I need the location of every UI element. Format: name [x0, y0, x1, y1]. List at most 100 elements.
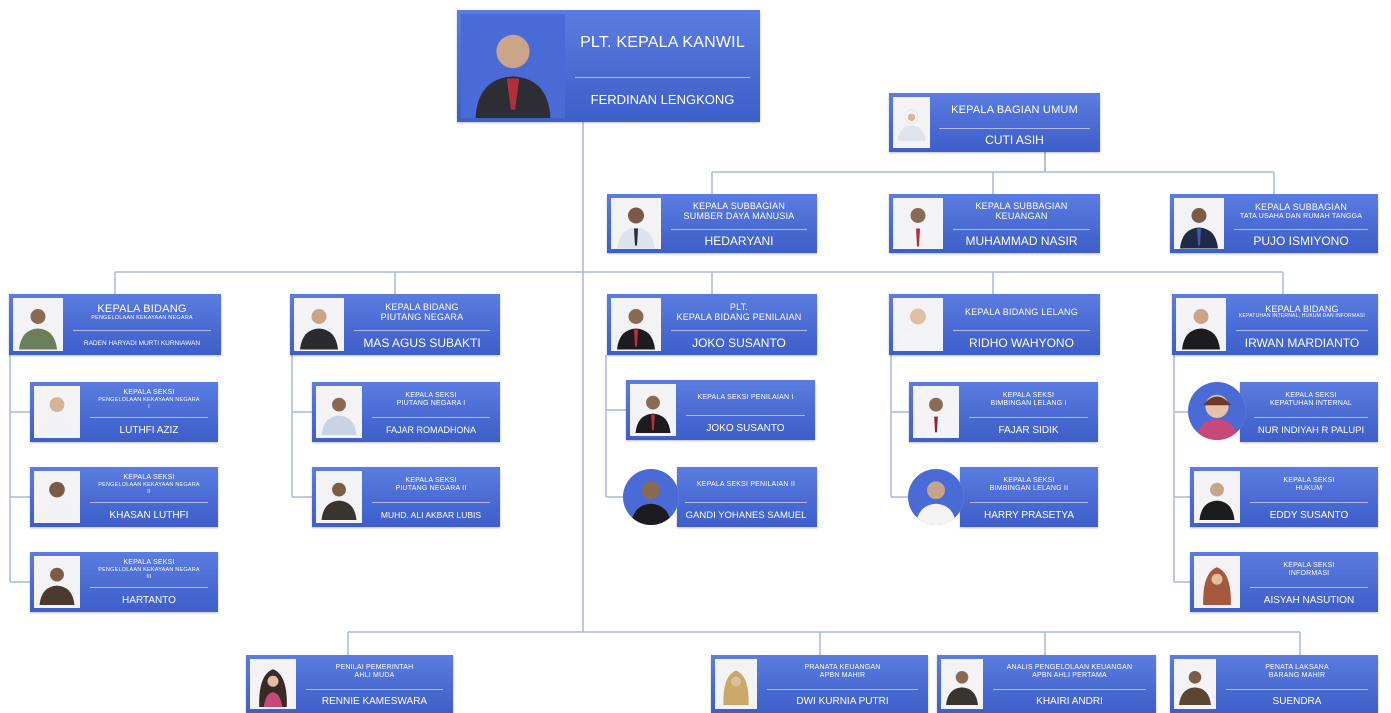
name-seksi-kepatuhan: NUR INDIYAH R PALUPI: [1257, 424, 1365, 436]
card-kepala-kanwil[interactable]: Plt. KEPALA KANWIL FERDINAN LENGKONG: [457, 10, 760, 122]
title-fungsional-4: PENATA LAKSANA: [1265, 664, 1329, 672]
person-avatar-icon: [259, 669, 287, 707]
divider: [1226, 689, 1368, 691]
title2-bidang-kepatuhan: KEPATUHAN INTERNAL, HUKUM DAN INFORMASI: [1239, 313, 1365, 320]
name-seksi-informasi: AISYAH NASUTION: [1263, 594, 1355, 606]
photo-seksi-lelang-2: [908, 469, 964, 525]
divider: [671, 330, 807, 331]
card-seksi-informasi[interactable]: KEPALA SEKSI INFORMASI AISYAH NASUTION: [1190, 552, 1378, 612]
title-seksi-kepatuhan: KEPALA SEKSI: [1285, 391, 1337, 399]
title-subbagian-keuangan: KEPALA SUBBAGIAN: [975, 201, 1068, 212]
person-avatar-icon: [908, 469, 964, 525]
name-fungsional-1: RENNIE KAMESWARA: [321, 696, 428, 708]
title-seksi-pkn-1: KEPALA SEKSI: [123, 389, 175, 397]
name-subbagian-tata-usaha: PUJO ISMIYONO: [1253, 234, 1349, 249]
card-subbagian-tata-usaha[interactable]: KEPALA SUBBAGIAN TATA USAHA DAN RUMAH TA…: [1170, 194, 1378, 253]
person-avatar-icon: [635, 395, 671, 433]
title-subbagian-tata-usaha: KEPALA SUBBAGIAN: [1254, 202, 1348, 213]
person-avatar-icon: [1180, 208, 1218, 249]
card-seksi-lelang-1[interactable]: KEPALA SEKSI BIMBINGAN LELANG I FAJAR SI…: [909, 382, 1098, 442]
card-seksi-pkn-3[interactable]: KEPALA SEKSI PENGELOLAAN KEKAYAAN NEGARA…: [30, 552, 218, 612]
name-seksi-lelang-2: HARRY PRASETYA: [983, 509, 1075, 521]
title2-seksi-pkn-2: PENGELOLAAN KEKAYAAN NEGARA: [98, 482, 200, 489]
divider: [1236, 330, 1368, 331]
card-seksi-pkn-1[interactable]: KEPALA SEKSI PENGELOLAAN KEKAYAAN NEGARA…: [30, 382, 218, 442]
divider: [939, 127, 1090, 129]
photo-seksi-pkn-1: [34, 386, 80, 438]
name-subbagian-keuangan: MUHAMMAD NASIR: [965, 234, 1078, 249]
person-avatar-icon: [321, 482, 357, 520]
photo-seksi-piutang-2: [316, 471, 362, 523]
title2-bidang-penilaian: KEPALA BIDANG PENILAIAN: [676, 312, 802, 322]
card-bidang-lelang[interactable]: KEPALA BIDANG LELANG RIDHO WAHYONO: [889, 294, 1100, 355]
photo-subbagian-tata-usaha: [1174, 198, 1224, 249]
person-avatar-icon: [461, 14, 565, 118]
name-seksi-lelang-1: FAJAR SIDIK: [998, 424, 1059, 436]
title-bidang-pkn: KEPALA BIDANG: [97, 302, 187, 315]
photo-kepala-bagian-umum: [893, 97, 930, 148]
card-kepala-bagian-umum[interactable]: KEPALA BAGIAN UMUM CUTI ASIH: [889, 93, 1100, 152]
photo-seksi-lelang-1: [913, 386, 959, 438]
divider: [90, 587, 208, 589]
card-bidang-pkn[interactable]: KEPALA BIDANG PENGELOLAAN KEKAYAAN NEGAR…: [9, 294, 221, 355]
title2-fungsional-2: APBN MAHIR: [819, 672, 866, 680]
name-seksi-penilaian-2: GANDI YOHANES SAMUEL: [685, 509, 807, 521]
name-kepala-kanwil: FERDINAN LENGKONG: [590, 92, 735, 108]
card-seksi-pkn-2[interactable]: KEPALA SEKSI PENGELOLAAN KEKAYAAN NEGARA…: [30, 467, 218, 527]
photo-subbagian-keuangan: [893, 198, 943, 249]
name-fungsional-3: KHAIRI ANDRI: [1036, 696, 1103, 708]
card-seksi-kepatuhan[interactable]: KEPALA SEKSI KEPATUHAN INTERNAL NUR INDI…: [1188, 382, 1378, 442]
divider: [306, 689, 443, 691]
person-avatar-icon: [1188, 382, 1246, 440]
divider: [73, 330, 211, 331]
card-subbagian-sdm[interactable]: KEPALA SUBBAGIAN SUMBER DAYA MANUSIA HED…: [607, 194, 817, 253]
divider: [671, 228, 807, 230]
title2-seksi-piutang-2: PIUTANG NEGARA II: [395, 484, 467, 492]
card-subbagian-keuangan[interactable]: KEPALA SUBBAGIAN KEUANGAN MUHAMMAD NASIR: [889, 194, 1100, 253]
title-bidang-penilaian: Plt.: [729, 301, 749, 312]
title3-seksi-pkn-2: II: [147, 488, 151, 495]
card-seksi-penilaian-1[interactable]: KEPALA SEKSI PENILAIAN I JOKO SUSANTO: [626, 380, 815, 440]
title-fungsional-2: PRANATA KEUANGAN: [804, 664, 881, 672]
card-bidang-kepatuhan[interactable]: KEPALA BIDANG KEPATUHAN INTERNAL, HUKUM …: [1172, 294, 1378, 355]
person-avatar-icon: [321, 397, 357, 435]
card-seksi-penilaian-2[interactable]: KEPALA SEKSI PENILAIAN II GANDI YOHANES …: [623, 467, 817, 527]
card-bidang-penilaian[interactable]: Plt. KEPALA BIDANG PENILAIAN JOKO SUSANT…: [607, 294, 817, 355]
title-fungsional-3: ANALIS PENGELOLAAN KEUANGAN: [1006, 664, 1133, 672]
card-fungsional-1[interactable]: PENILAI PEMERINTAH AHLI MUDA RENNIE KAME…: [246, 655, 453, 713]
title-kepala-bagian-umum: KEPALA BAGIAN UMUM: [951, 104, 1078, 117]
photo-fungsional-2: [715, 659, 757, 709]
photo-seksi-informasi: [1194, 556, 1240, 608]
title-seksi-piutang-1: KEPALA SEKSI: [405, 391, 457, 399]
photo-fungsional-3: [941, 659, 983, 709]
name-bidang-pkn: RADEN HARYADI MURTI KURNIAWAN: [83, 339, 201, 347]
title2-bidang-pkn: PENGELOLAAN KEKAYAAN NEGARA: [91, 315, 193, 322]
divider: [1250, 587, 1368, 589]
person-avatar-icon: [1182, 309, 1220, 350]
card-fungsional-2[interactable]: PRANATA KEUANGAN APBN MAHIR DWI KURNIA P…: [711, 655, 928, 713]
title-seksi-penilaian-2: KEPALA SEKSI PENILAIAN II: [696, 480, 796, 488]
photo-bidang-pkn: [13, 298, 63, 351]
card-bidang-piutang[interactable]: KEPALA BIDANG PIUTANG NEGARA MAS AGUS SU…: [290, 294, 500, 355]
photo-bidang-penilaian: [611, 298, 661, 351]
photo-seksi-pkn-2: [34, 471, 80, 523]
person-avatar-icon: [723, 670, 749, 705]
card-seksi-hukum[interactable]: KEPALA SEKSI HUKUM EDDY SUSANTO: [1190, 467, 1378, 527]
card-fungsional-4[interactable]: PENATA LAKSANA BARANG MAHIR SUENDRA: [1170, 655, 1378, 713]
divider: [993, 689, 1146, 691]
title-fungsional-1: PENILAI PEMERINTAH: [335, 664, 414, 672]
divider: [1254, 417, 1368, 419]
name-fungsional-2: DWI KURNIA PUTRI: [796, 696, 889, 708]
name-bidang-kepatuhan: IRWAN MARDIANTO: [1244, 336, 1360, 350]
photo-fungsional-1: [250, 659, 296, 709]
person-avatar-icon: [39, 481, 75, 520]
card-seksi-lelang-2[interactable]: KEPALA SEKSI BIMBINGAN LELANG II HARRY P…: [908, 467, 1098, 527]
photo-seksi-pkn-3: [34, 556, 80, 608]
divider: [685, 502, 807, 504]
person-avatar-icon: [300, 309, 338, 350]
card-seksi-piutang-1[interactable]: KEPALA SEKSI PIUTANG NEGARA I FAJAR ROMA…: [312, 382, 500, 442]
card-seksi-piutang-2[interactable]: KEPALA SEKSI PIUTANG NEGARA II MUHD. ALI…: [312, 467, 500, 527]
card-fungsional-3[interactable]: ANALIS PENGELOLAAN KEUANGAN APBN AHLI PE…: [937, 655, 1156, 713]
photo-subbagian-sdm: [611, 198, 661, 249]
photo-seksi-penilaian-1: [630, 384, 676, 436]
